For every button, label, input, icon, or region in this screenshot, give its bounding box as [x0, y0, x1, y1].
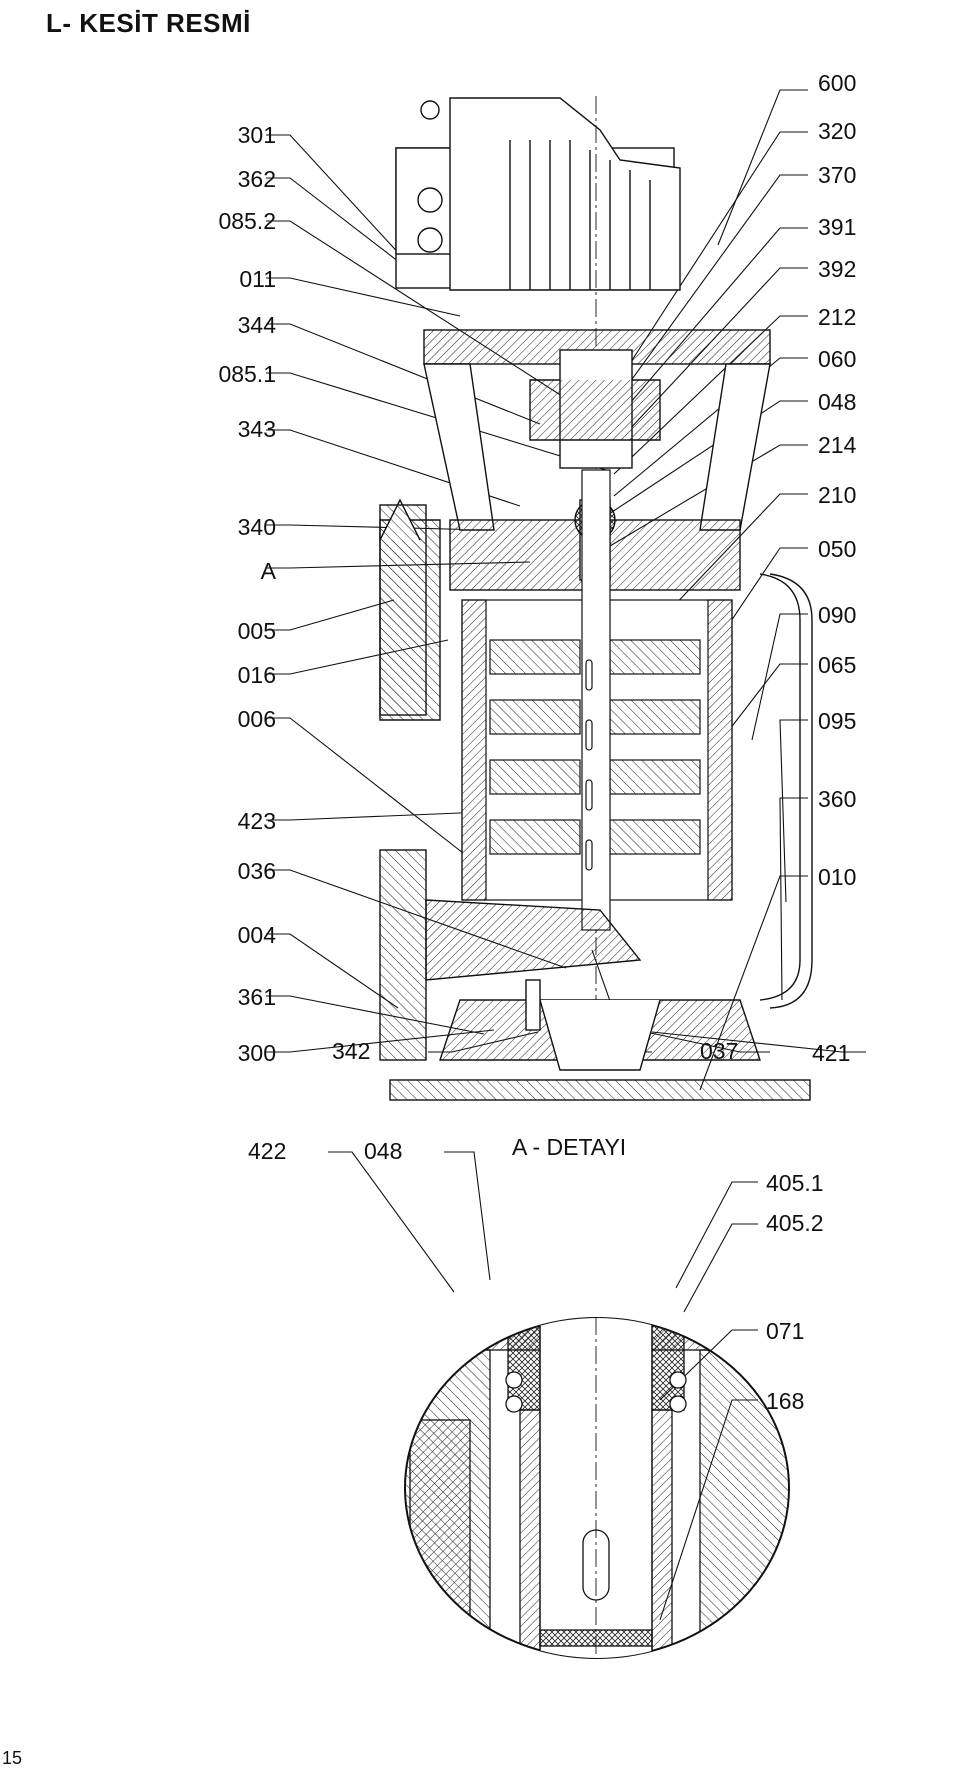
- bypass-pipe: [759, 573, 813, 1009]
- label-004: 004: [237, 922, 276, 948]
- detail-label-168: 168: [766, 1388, 805, 1414]
- label-300: 300: [237, 1040, 276, 1066]
- label-036: 036: [237, 858, 276, 884]
- label-090: 090: [818, 602, 857, 628]
- label-085-1: 085.1: [218, 361, 276, 387]
- detail-title: A - DETAYI: [512, 1134, 627, 1160]
- label-214: 214: [818, 432, 857, 458]
- label-362: 362: [237, 166, 276, 192]
- label-065: 065: [818, 652, 857, 678]
- page-number: 15: [2, 1748, 23, 1768]
- label-210: 210: [818, 482, 857, 508]
- detail-label-405-1: 405.1: [766, 1170, 824, 1196]
- label-A: A: [260, 558, 276, 584]
- page-title: L- KESİT RESMİ: [46, 8, 251, 38]
- label-370: 370: [818, 162, 857, 188]
- label-423: 423: [237, 808, 276, 834]
- label-343: 343: [237, 416, 276, 442]
- detail-label-422: 422: [248, 1138, 287, 1164]
- detail-label-071: 071: [766, 1318, 805, 1344]
- label-361: 361: [237, 984, 276, 1010]
- label-391: 391: [818, 214, 857, 240]
- motor-stool: [423, 329, 771, 531]
- label-342: 342: [332, 1038, 371, 1064]
- motor: [395, 96, 681, 1020]
- label-006: 006: [237, 706, 276, 732]
- label-212: 212: [818, 304, 857, 330]
- label-005: 005: [237, 618, 276, 644]
- label-011: 011: [239, 266, 276, 292]
- label-340: 340: [237, 514, 276, 540]
- label-320: 320: [818, 118, 857, 144]
- label-016: 016: [237, 662, 276, 688]
- label-421: 421: [812, 1040, 851, 1066]
- stages: [461, 469, 733, 931]
- label-392: 392: [818, 256, 857, 282]
- label-050: 050: [818, 536, 857, 562]
- label-048: 048: [818, 389, 857, 415]
- detail-label-405-2: 405.2: [766, 1210, 824, 1236]
- label-600: 600: [818, 70, 857, 96]
- label-010: 010: [818, 864, 857, 890]
- label-060: 060: [818, 346, 857, 372]
- detail-label-048: 048: [364, 1138, 403, 1164]
- label-360: 360: [818, 786, 857, 812]
- label-344: 344: [237, 312, 276, 338]
- suction-discharge-base: [379, 504, 811, 1101]
- detail-a-drawing: [405, 1318, 789, 1658]
- label-095: 095: [818, 708, 857, 734]
